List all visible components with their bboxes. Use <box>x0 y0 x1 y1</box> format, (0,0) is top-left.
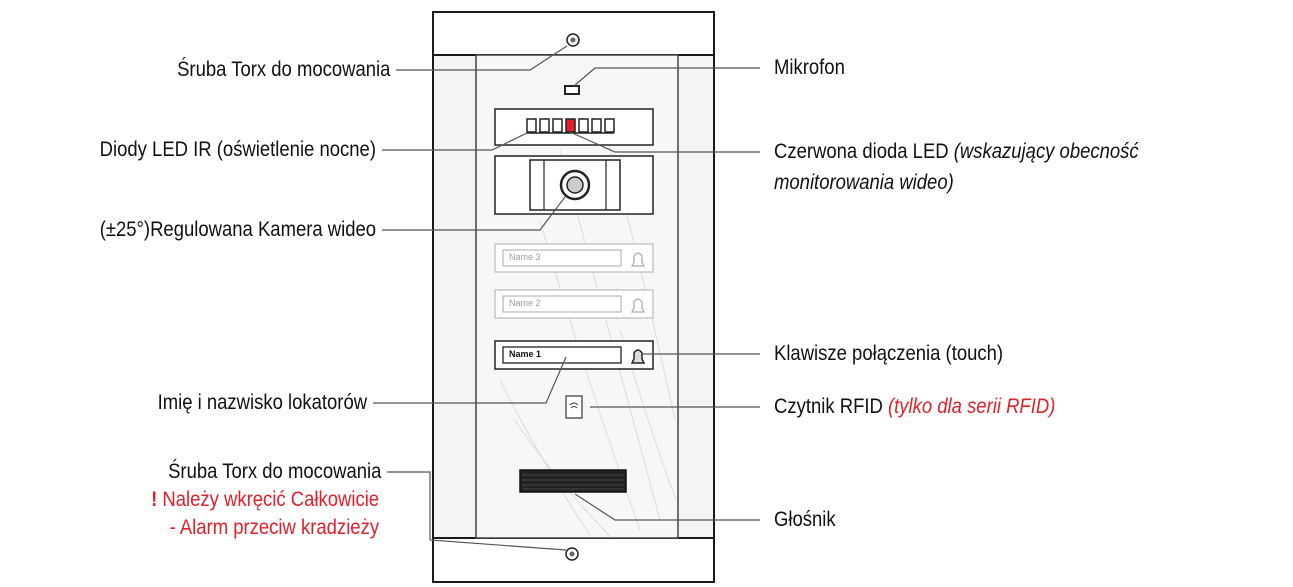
label-rfid: Czytnik RFID (tylko dla serii RFID) <box>774 395 1055 419</box>
rfid-title: Czytnik RFID <box>774 395 883 418</box>
label-red-led: Czerwona dioda LED (wskazujący obecność <box>774 140 1139 164</box>
ir-led-row <box>526 118 615 134</box>
label-ir-leds: Diody LED IR (oświetlenie nocne) <box>99 138 376 161</box>
label-camera: (±25°)Regulowana Kamera wideo <box>99 218 376 241</box>
leader-screw-top <box>396 45 568 71</box>
top-screw-head <box>570 37 576 43</box>
label-tenant-names: Imię i nazwisko lokatorów <box>157 391 367 414</box>
leader-speaker <box>574 493 760 521</box>
leader-microphone <box>573 67 760 87</box>
leader-lines <box>373 45 760 551</box>
label-screw-bottom: Śruba Torx do mocowania <box>167 460 381 483</box>
bell-icon-3 <box>631 252 645 267</box>
red-led-title: Czerwona dioda LED <box>774 140 949 163</box>
bottom-screw-head <box>569 551 575 557</box>
label-call-buttons: Klawisze połączenia (touch) <box>774 342 1004 365</box>
red-led-note-2: monitorowania wideo) <box>774 171 954 194</box>
name-plate-3: Name 3 <box>509 252 541 262</box>
leader-red-led <box>569 131 760 153</box>
warning-mark: ! <box>151 488 158 511</box>
leader-camera <box>382 196 566 231</box>
label-warning-line1: ! Należy wkręcić Całkowicie <box>151 488 379 512</box>
label-screw-top: Śruba Torx do mocowania <box>176 58 390 81</box>
label-microphone: Mikrofon <box>774 56 845 79</box>
name-plate-1: Name 1 <box>509 349 542 359</box>
red-led-icon <box>565 118 576 133</box>
warning-text-1: Należy wkręcić Całkowicie <box>162 488 379 511</box>
label-warning-line2: - Alarm przeciw kradzieży <box>169 516 379 539</box>
name-plate-2: Name 2 <box>509 298 541 308</box>
bell-icon-2 <box>631 298 645 313</box>
label-speaker: Głośnik <box>774 508 836 531</box>
speaker-grille-pattern <box>522 474 624 490</box>
red-led-note-1: (wskazujący obecność <box>953 140 1139 163</box>
speaker-grille <box>519 469 627 493</box>
leader-tenant-names <box>373 356 567 404</box>
bell-icon-1 <box>630 349 646 364</box>
microphone-icon <box>564 85 580 95</box>
leader-screw-bottom <box>387 471 567 551</box>
leader-ir-leds <box>382 132 528 151</box>
rfid-note: (tylko dla serii RFID) <box>887 395 1056 418</box>
